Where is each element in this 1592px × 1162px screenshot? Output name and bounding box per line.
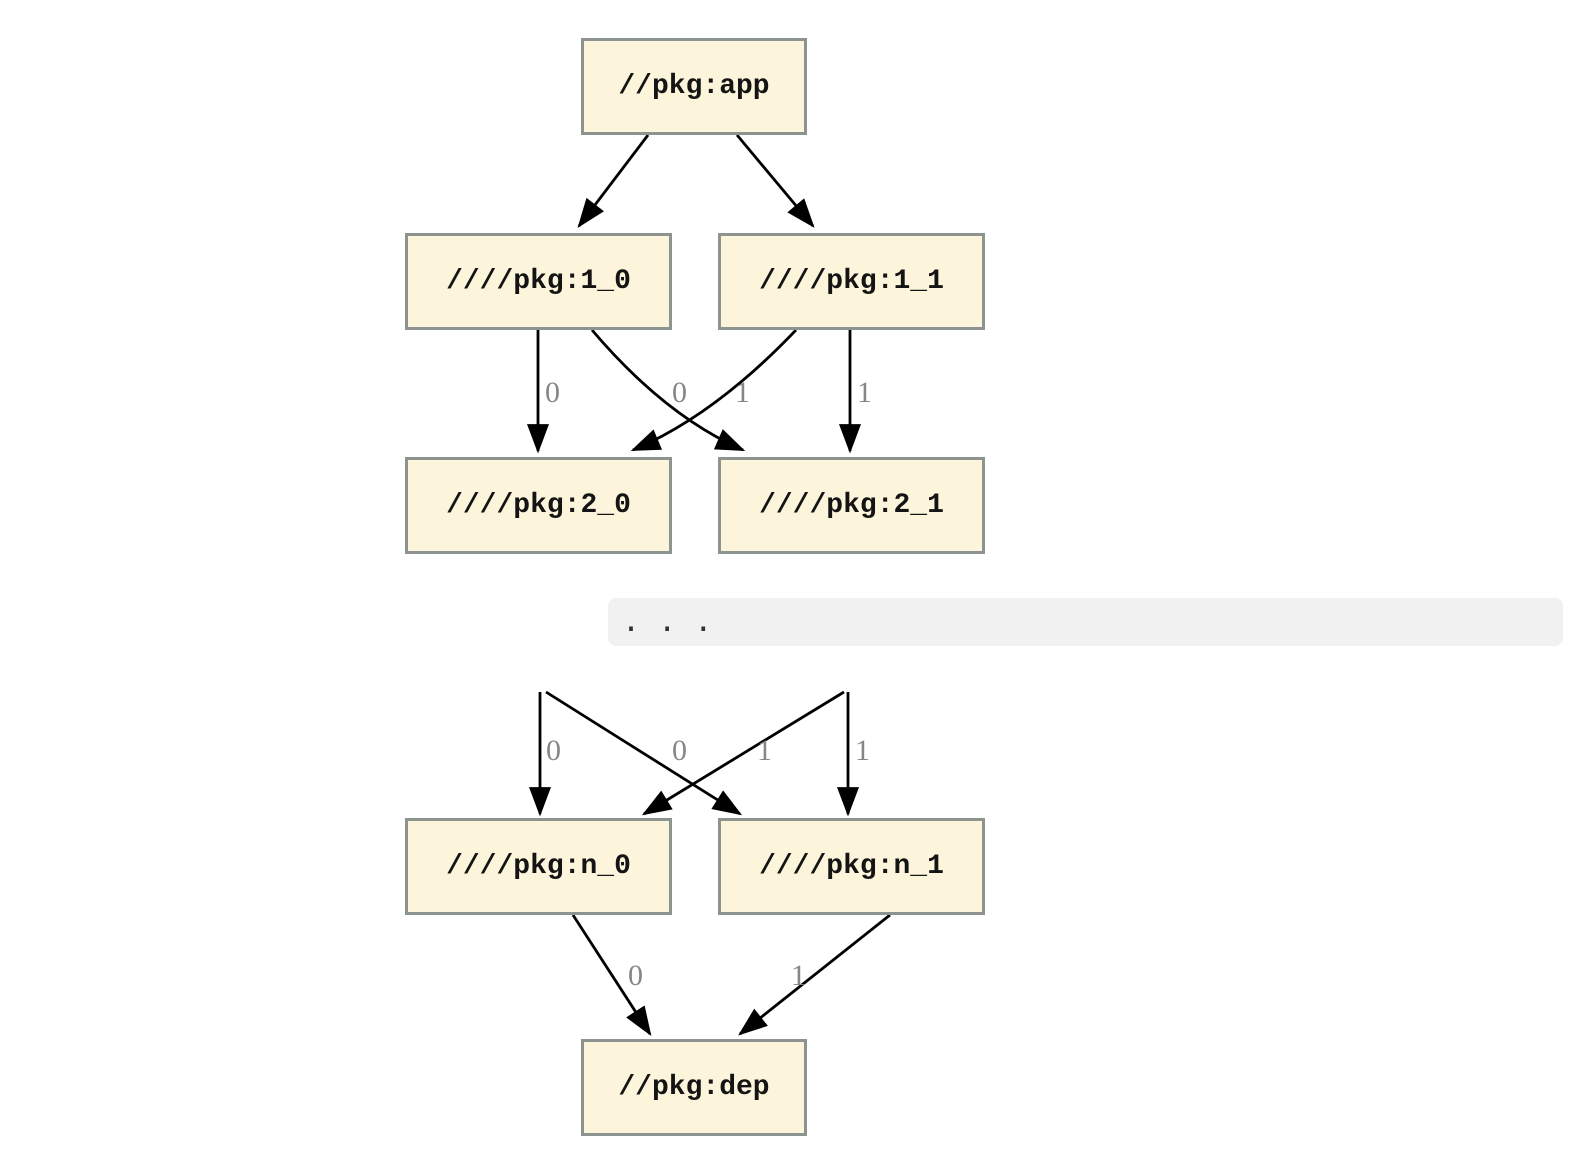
edge-n-0-to-dep <box>571 914 652 1037</box>
edge-label-mid-to-n-0-cross: 0 <box>672 734 687 767</box>
node-pkg-app: //pkg:app <box>581 38 807 135</box>
edge-n-1-to-dep <box>738 913 891 1036</box>
node-label: ////pkg:n_0 <box>446 851 631 882</box>
node-pkg-2-0: ////pkg:2_0 <box>405 457 672 554</box>
edge-label-mid-to-n-0-straight: 0 <box>546 734 561 767</box>
node-pkg-1-0: ////pkg:1_0 <box>405 233 672 330</box>
edge-1-1-to-2-0 <box>630 329 798 452</box>
edge-app-to-1-0 <box>577 134 650 228</box>
node-label: ////pkg:n_1 <box>759 851 944 882</box>
edge-mid-to-n-1-cross <box>545 690 743 816</box>
node-pkg-2-1: ////pkg:2_1 <box>718 457 985 554</box>
edge-label-n-0-to-dep: 0 <box>628 959 643 992</box>
node-label: ////pkg:1_1 <box>759 266 944 297</box>
edge-1-0-to-2-1 <box>590 329 746 452</box>
node-label: ////pkg:2_1 <box>759 490 944 521</box>
edge-label-1-1-to-2-0: 0 <box>672 376 687 409</box>
node-pkg-n-0: ////pkg:n_0 <box>405 818 672 915</box>
node-label: ////pkg:2_0 <box>446 490 631 521</box>
ellipsis-bar: . . . <box>608 598 1563 646</box>
ellipsis-text: . . . <box>622 604 713 639</box>
edge-label-mid-to-n-1-cross: 1 <box>757 734 772 767</box>
node-pkg-1-1: ////pkg:1_1 <box>718 233 985 330</box>
edge-app-to-1-1 <box>735 134 815 228</box>
node-label: //pkg:app <box>618 71 770 102</box>
edge-mid-to-n-0-cross <box>641 690 845 816</box>
edge-label-1-0-to-2-0: 0 <box>545 376 560 409</box>
edge-label-n-1-to-dep: 1 <box>791 959 806 992</box>
edge-label-mid-to-n-1-straight: 1 <box>855 734 870 767</box>
node-label: ////pkg:1_0 <box>446 266 631 297</box>
node-pkg-n-1: ////pkg:n_1 <box>718 818 985 915</box>
edge-label-1-1-to-2-1: 1 <box>857 376 872 409</box>
node-label: //pkg:dep <box>618 1072 770 1103</box>
node-pkg-dep: //pkg:dep <box>581 1039 807 1136</box>
edge-label-1-0-to-2-1: 1 <box>735 376 750 409</box>
